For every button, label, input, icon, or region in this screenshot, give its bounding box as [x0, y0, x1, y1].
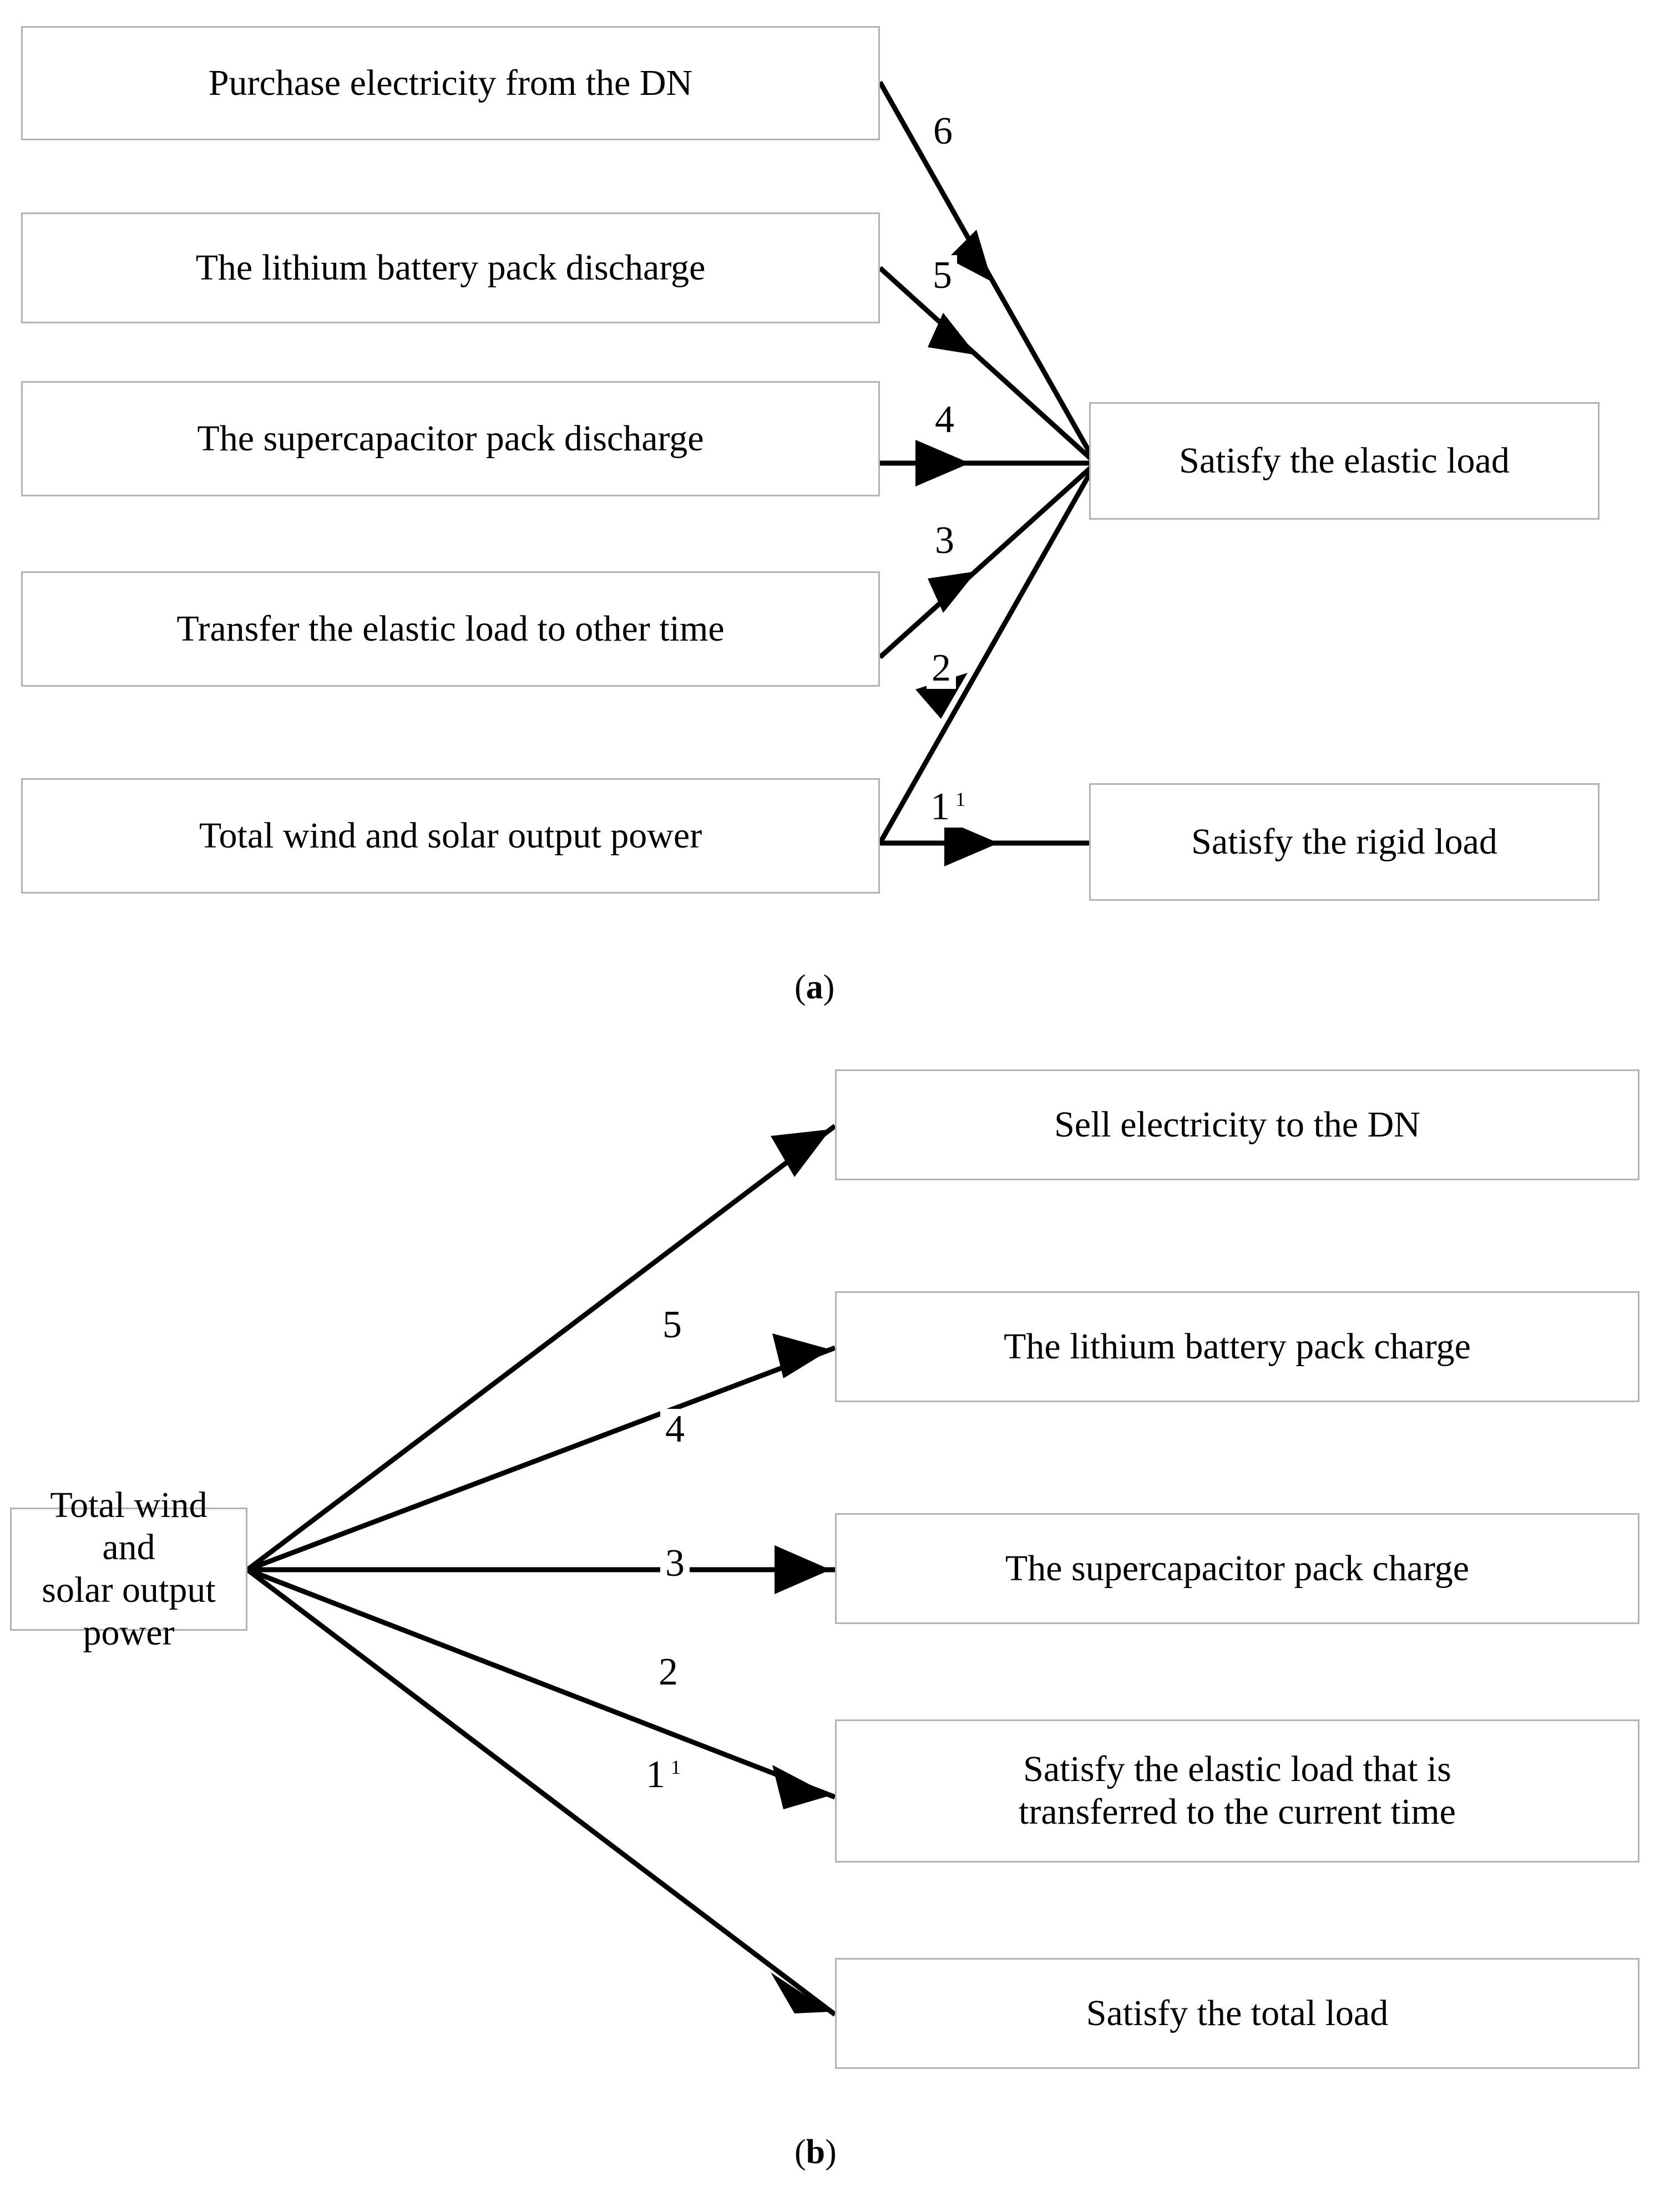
node-sell-electricity-to-the-dn[interactable]: Sell electricity to the DN: [835, 1069, 1639, 1180]
node-label: Satisfy the total load: [1086, 1992, 1389, 2033]
caption-letter: b: [806, 2133, 826, 2171]
node-label: Total wind and solar output power: [199, 815, 702, 856]
node-label-line2: solar output power: [42, 1570, 216, 1653]
node-label: The lithium battery pack charge: [1004, 1326, 1471, 1367]
node-label: Sell electricity to the DN: [1054, 1104, 1420, 1145]
edge-label-b1-text: 1: [646, 1753, 665, 1796]
edge-b5-line: [246, 1124, 837, 1572]
node-label-line1: Satisfy the elastic load that is: [1023, 1749, 1451, 1790]
caption-letter: a: [806, 968, 823, 1006]
caption-open-paren: (: [794, 968, 806, 1006]
node-satisfy-the-elastic-load[interactable]: Satisfy the elastic load: [1089, 402, 1600, 520]
edge-label-b3-text: 3: [665, 1542, 685, 1585]
edge-label-4: 4: [930, 399, 959, 440]
node-lithium-battery-pack-discharge[interactable]: The lithium battery pack discharge: [21, 212, 880, 323]
node-label: The supercapacitor pack discharge: [197, 418, 704, 459]
caption-open-paren: (: [794, 2133, 806, 2171]
edge-b4-line: [246, 1345, 836, 1572]
edge-4-arrowhead: [915, 440, 970, 486]
edge-2-line: [878, 461, 1098, 845]
edge-b2-line: [246, 1567, 836, 1800]
edge-5-line: [878, 266, 1098, 465]
node-transfer-elastic-load-to-other-time[interactable]: Transfer the elastic load to other time: [21, 571, 880, 687]
edge-label-b4-text: 4: [665, 1408, 685, 1450]
node-supercapacitor-pack-discharge[interactable]: The supercapacitor pack discharge: [21, 381, 880, 496]
node-total-wind-and-solar-output-power-b[interactable]: Total wind and solar output power: [10, 1485, 247, 1653]
edge-label-5: 5: [928, 255, 957, 296]
edge-label-b1-superscript: 1: [671, 1756, 681, 1778]
node-total-wind-and-solar-output-power-a[interactable]: Total wind and solar output power: [21, 778, 880, 894]
panel-b-edges: [246, 1124, 837, 2017]
edge-label-b2-text: 2: [659, 1651, 678, 1693]
node-label-line2: transferred to the current time: [1019, 1792, 1456, 1832]
node-label-line1: Total wind and: [50, 1484, 208, 1568]
edge-label-2-text: 2: [932, 647, 951, 689]
panel-a-edges: [878, 80, 1098, 866]
node-label: Satisfy the rigid load: [1191, 821, 1497, 862]
edge-label-6: 6: [928, 111, 958, 152]
panel-a-caption: (a): [794, 968, 834, 1007]
edge-3-line: [878, 461, 1098, 659]
edge-label-4-text: 4: [935, 398, 954, 441]
edge-b2-arrowhead: [772, 1765, 831, 1809]
edge-label-3: 3: [930, 520, 959, 561]
edge-5-arrowhead: [928, 313, 976, 355]
node-label: Satisfy the elastic load: [1179, 440, 1510, 481]
edge-label-3-text: 3: [935, 519, 954, 562]
edge-b1-arrowhead: [771, 1972, 831, 2013]
node-purchase-electricity-from-dn[interactable]: Purchase electricity from the DN: [21, 26, 880, 140]
edge-label-1-superscript: 1: [955, 788, 966, 810]
panel-b-caption: (b): [794, 2133, 837, 2172]
edge-label-b5-text: 5: [662, 1303, 682, 1346]
node-label: Purchase electricity from the DN: [208, 62, 693, 103]
edge-b1-line: [246, 1567, 837, 2017]
caption-close-paren: ): [825, 2133, 837, 2171]
edge-b4-arrowhead: [772, 1333, 831, 1378]
node-satisfy-the-total-load[interactable]: Satisfy the total load: [835, 1958, 1639, 2069]
edge-6-arrowhead: [948, 230, 992, 282]
edge-label-b2: 2: [654, 1652, 683, 1693]
node-supercapacitor-pack-charge[interactable]: The supercapacitor pack charge: [835, 1513, 1639, 1624]
node-label: The supercapacitor pack charge: [1005, 1548, 1470, 1589]
node-satisfy-the-rigid-load[interactable]: Satisfy the rigid load: [1089, 783, 1600, 901]
edge-1-arrowhead: [944, 820, 999, 866]
edge-label-2: 2: [927, 648, 956, 689]
edge-label-1-text: 1: [930, 785, 950, 828]
node-label: The lithium battery pack discharge: [195, 247, 706, 288]
edge-label-5-text: 5: [933, 254, 952, 297]
edge-label-6-text: 6: [933, 110, 953, 153]
node-satisfy-elastic-load-transferred[interactable]: Satisfy the elastic load that is transfe…: [835, 1719, 1639, 1863]
edge-b3-arrowhead: [775, 1545, 831, 1594]
edge-label-b5: 5: [657, 1305, 687, 1346]
edge-3-arrowhead: [928, 571, 976, 613]
caption-close-paren: ): [823, 968, 835, 1006]
edge-label-b3: 3: [660, 1543, 690, 1584]
node-lithium-battery-pack-charge[interactable]: The lithium battery pack charge: [835, 1291, 1639, 1402]
edge-label-b4: 4: [660, 1409, 690, 1450]
node-label: Transfer the elastic load to other time: [176, 608, 725, 649]
edge-b5-arrowhead: [771, 1129, 831, 1177]
